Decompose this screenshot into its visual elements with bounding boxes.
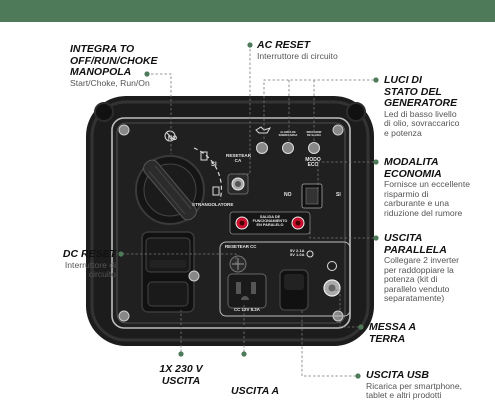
usb-icon	[306, 250, 314, 258]
callout-desc: Interruttore di circuito	[257, 50, 338, 61]
led-overload-label: ALARMA DE SOBRECARGA	[278, 131, 298, 137]
led-output-label: INDICADOR DE SALIDA	[306, 131, 322, 137]
panel-graphic	[86, 96, 374, 346]
knob-label-si: SI	[211, 162, 217, 168]
callout-desc: Ricarica per smartphone, tablet e altri …	[366, 380, 463, 400]
callout-ac-reset: AC RESET Interruttore di circuito	[257, 39, 387, 61]
callout-desc: Collegare 2 inverter per raddoppiare la …	[384, 255, 459, 304]
screw-icon	[332, 124, 344, 136]
callout-status-lights: LUCI DI STATO DEL GENERATORE Led di bass…	[384, 74, 492, 138]
dc-usb-section	[219, 241, 351, 317]
callout-choke-knob: INTEGRA TO OFF/RUN/CHOKE MANOPOLA Start/…	[70, 43, 190, 88]
callout-dc-outlet: USCITA A	[231, 385, 311, 398]
ac-reset-label: RESETEAR CA	[226, 153, 252, 163]
bullet-icon	[355, 373, 361, 379]
eco-si-label: SI	[336, 192, 341, 198]
callout-title: USCITA USB	[366, 369, 429, 381]
fuel-icon	[200, 151, 208, 161]
callout-desc: Interruttore di circuito	[64, 259, 116, 280]
callout-eco-mode: MODALITA ECONOMIA Fornisce un eccellente…	[384, 156, 494, 218]
eco-label: MODO ECO	[305, 157, 321, 169]
callout-dc-reset: DC RESET Interruttore di circuito	[10, 248, 116, 280]
callout-usb-output: USCITA USB Ricarica per smartphone, tabl…	[366, 369, 494, 400]
callout-title: MESSA A TERRA	[369, 321, 417, 345]
callout-ac-outlet: 1X 230 V USCITA	[130, 363, 232, 387]
callout-title: USCITA PARALLELA	[384, 232, 447, 256]
panel-rim	[90, 100, 370, 342]
led-overload	[282, 142, 294, 154]
callout-desc: Led di basso livello di olio, sovraccari…	[384, 108, 460, 138]
screw-icon	[118, 310, 130, 322]
dc-outlet	[227, 273, 267, 309]
callout-desc: Start/Choke, Run/On	[70, 77, 150, 88]
callout-title: USCITA A	[231, 385, 280, 397]
screw-icon	[118, 124, 130, 136]
choke-icon	[212, 186, 220, 196]
callout-ground: MESSA A TERRA	[369, 321, 469, 345]
ground-icon	[327, 261, 337, 271]
usb-rating-label: 5V 2.1A 5V 1.0A	[290, 248, 305, 258]
callout-title: AC RESET	[257, 39, 311, 51]
callout-title: 1X 230 V USCITA	[159, 363, 203, 387]
callout-title: DC RESET	[62, 248, 116, 260]
callout-desc: Fornisce un eccellente risparmio di carb…	[384, 179, 470, 218]
callout-title: MODALITA ECONOMIA	[384, 156, 442, 180]
dc-reset-label: RESETEAR CC	[225, 244, 257, 249]
generator-control-panel: NO SI STRANGOLATORE RESETEAR CA MODO ECO…	[84, 92, 376, 350]
bullet-icon	[247, 42, 253, 48]
bullet-icon	[373, 77, 379, 83]
callout-parallel-output: USCITA PARALLELA Collegare 2 inverter pe…	[384, 232, 494, 304]
callout-title: LUCI DI STATO DEL GENERATORE	[384, 74, 458, 109]
knob-handle	[143, 159, 197, 221]
led-oil	[256, 142, 268, 154]
dc-rating-label: CC 12V 8.3A	[234, 307, 260, 312]
callout-title: INTEGRA TO OFF/RUN/CHOKE MANOPOLA	[70, 43, 158, 78]
header-bar	[0, 0, 495, 22]
bullet-icon	[178, 351, 184, 357]
bullet-icon	[241, 351, 247, 357]
led-output	[308, 142, 320, 154]
parallel-label: SALIDA DE FUNCIONAMIENTO EN PARALELO	[252, 215, 288, 227]
eco-no-label: NO	[284, 192, 292, 198]
knob-label-choke: STRANGOLATORE	[192, 202, 234, 207]
knob-label-no: NO	[168, 136, 177, 142]
